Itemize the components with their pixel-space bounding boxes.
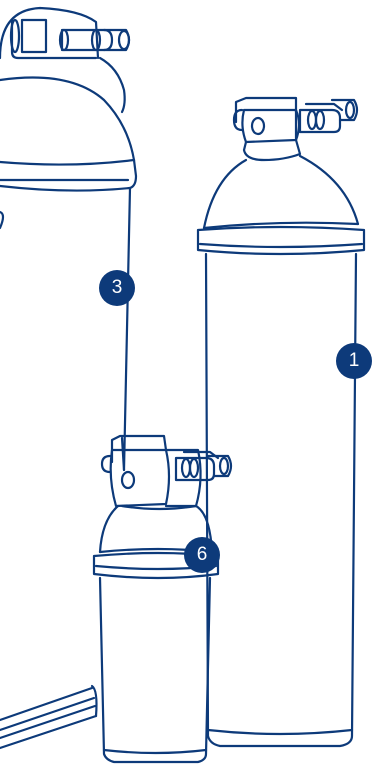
filter-cartridge-left	[0, 6, 138, 472]
base-rails	[0, 684, 98, 750]
filter-cartridge-6	[92, 434, 233, 764]
connector-pipe	[120, 436, 126, 472]
callout-badge-6: 6	[184, 537, 220, 573]
filter-cartridge-1	[196, 96, 366, 748]
callout-badge-1: 1	[336, 343, 372, 379]
callout-badge-3: 3	[99, 270, 135, 306]
